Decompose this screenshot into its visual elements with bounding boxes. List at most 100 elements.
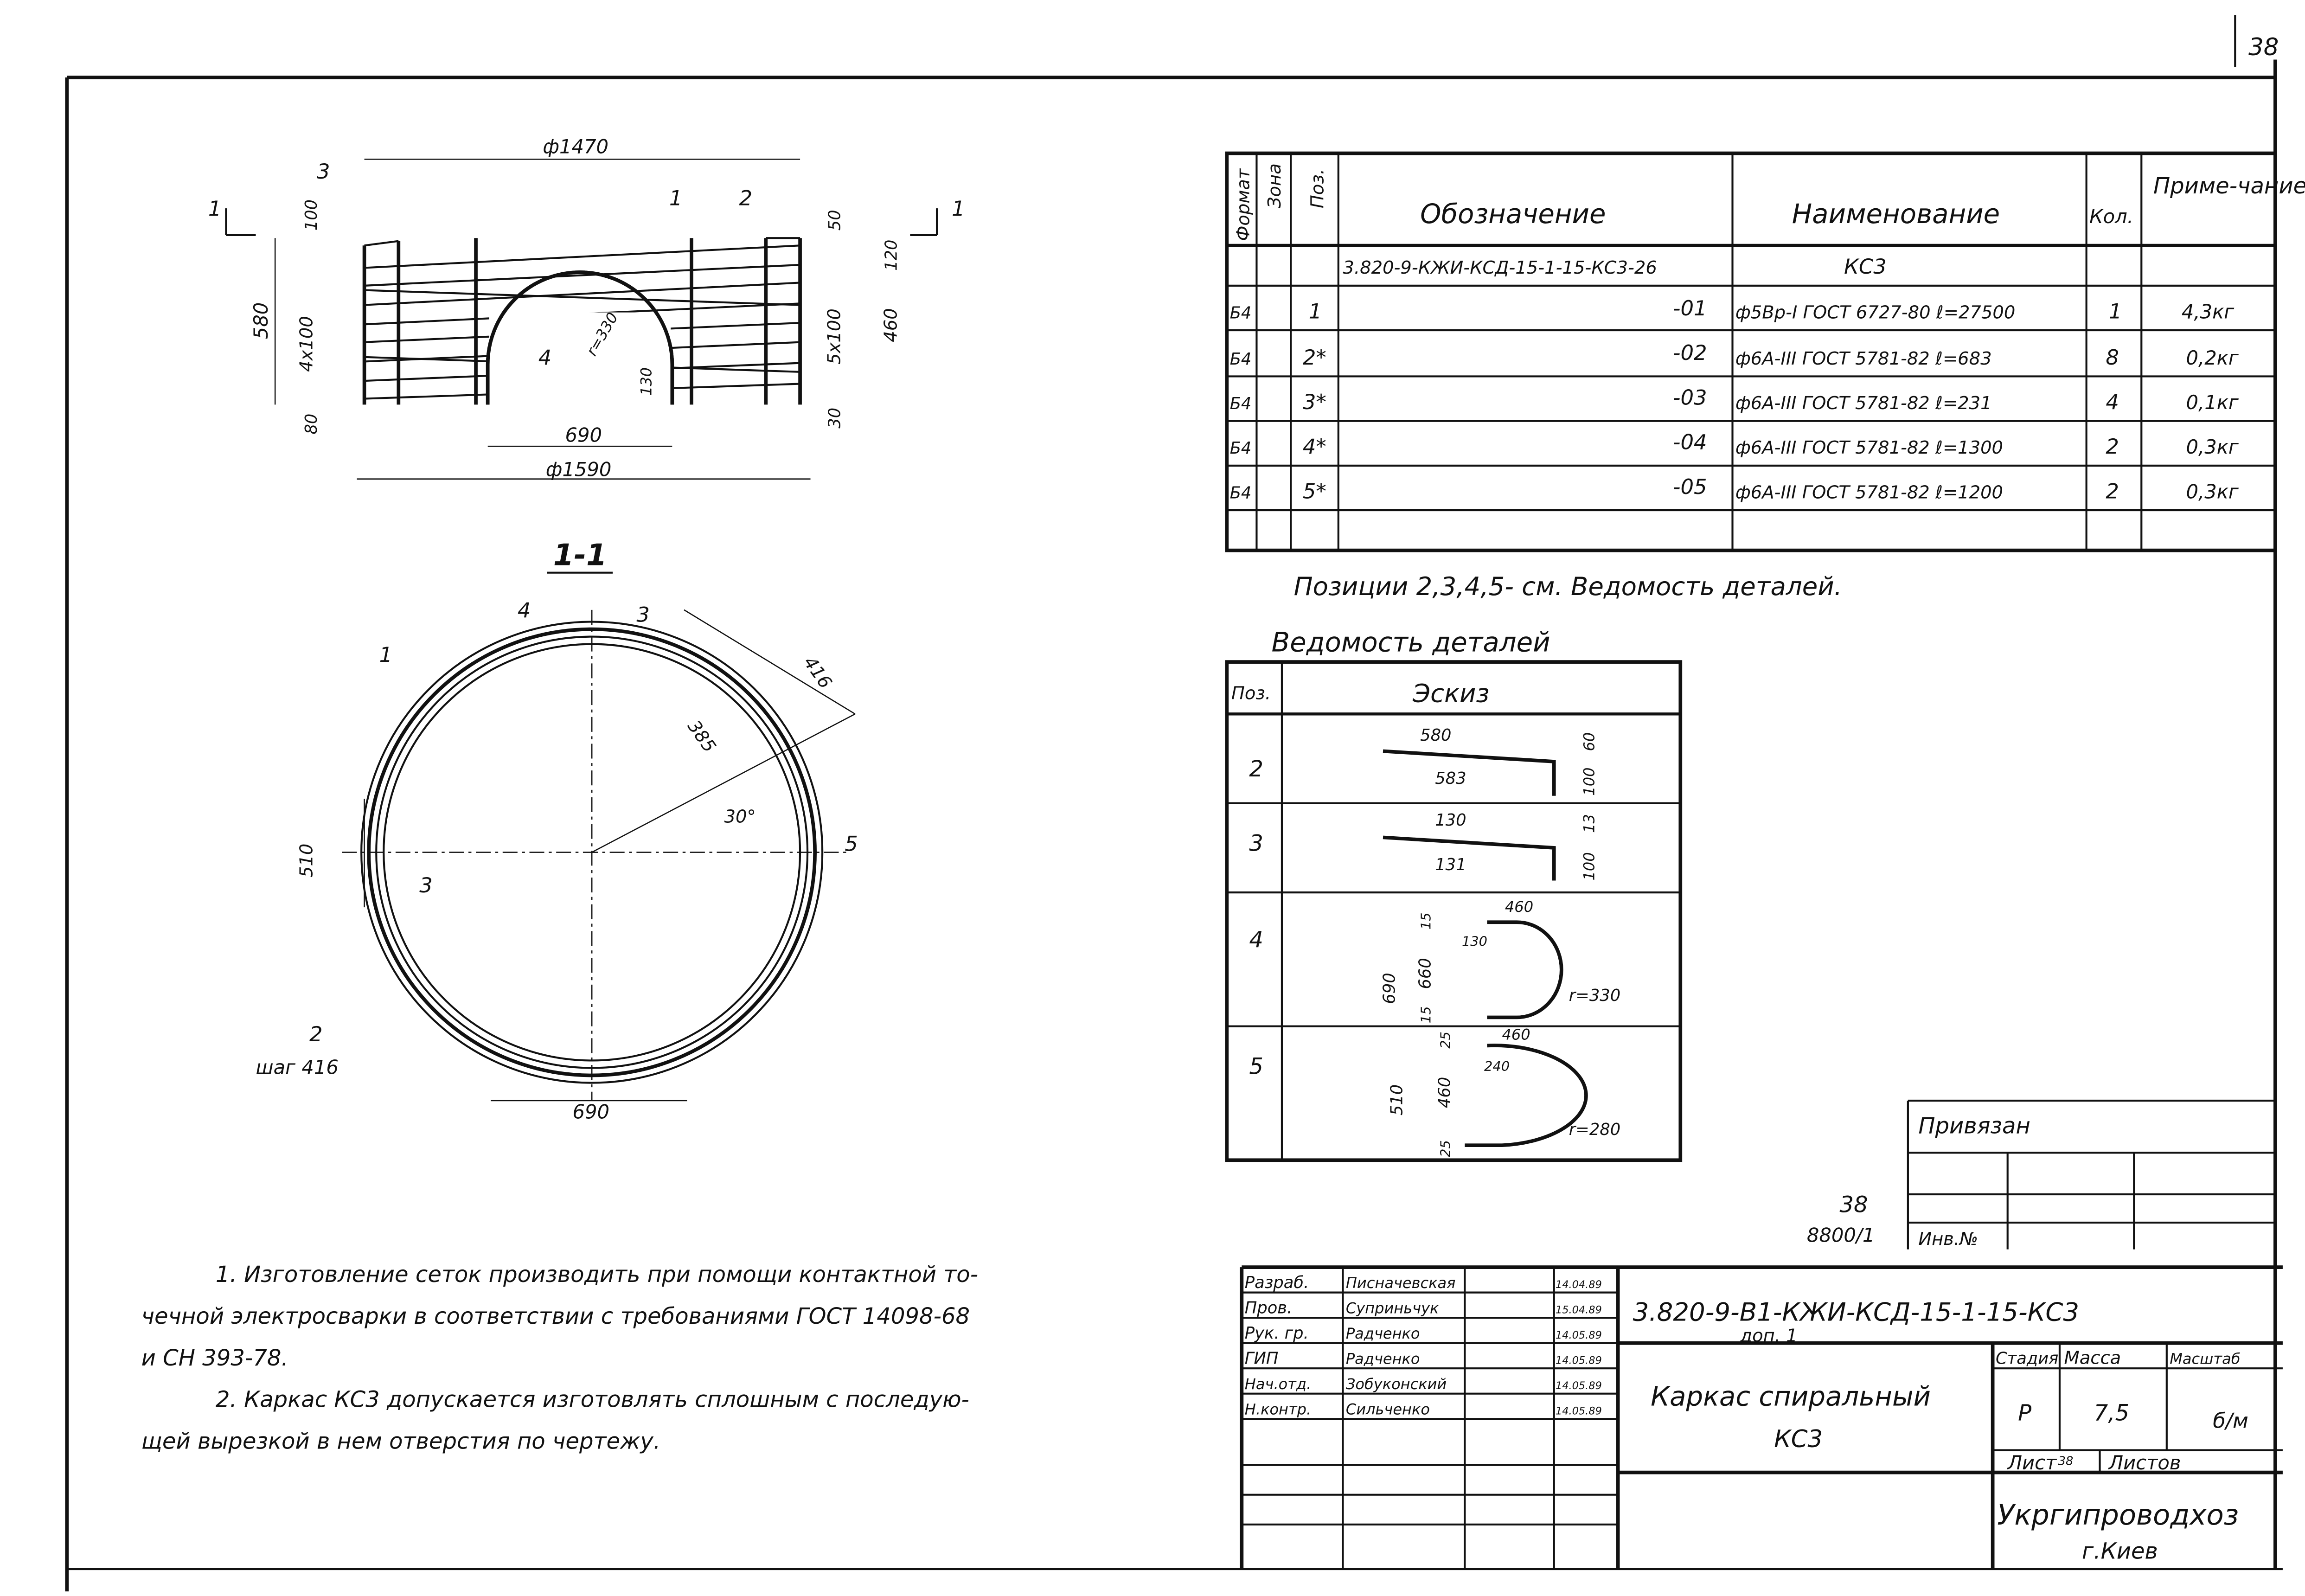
- svg-text:Б4: Б4: [1230, 483, 1252, 502]
- callout-4: 4: [518, 598, 531, 622]
- svg-text:0,3кг: 0,3кг: [2186, 436, 2239, 458]
- svg-text:Б4: Б4: [1230, 394, 1252, 413]
- header-pos: Поз.: [1307, 169, 1328, 208]
- binding-label: Привязан: [1918, 1113, 2030, 1139]
- dim-spacing-left: 4x100: [296, 316, 317, 372]
- svg-text:Зобуконский: Зобуконский: [1346, 1375, 1447, 1393]
- header-zone: Зона: [1264, 163, 1285, 208]
- plan-view: ф1470 ф1590 690 580 4x100 100 80 50 5x10…: [208, 135, 965, 481]
- svg-text:8: 8: [2106, 345, 2119, 370]
- svg-text:15: 15: [1418, 913, 1434, 930]
- sheets-label: Листов: [2108, 1451, 2181, 1474]
- staff-row: Разраб. Писначевская 14.04.89: [1245, 1273, 1602, 1292]
- spec-row: Б4 5* -05 ф6А-III ГОСТ 5781-82 ℓ=1200 2 …: [1230, 474, 2239, 504]
- dim-spacing-right: 5x100: [824, 308, 845, 365]
- item-title-code: КС3: [1774, 1425, 1823, 1453]
- page-number: 38: [2248, 33, 2279, 61]
- svg-text:Б4: Б4: [1230, 439, 1252, 458]
- svg-text:100: 100: [1580, 852, 1598, 880]
- stamp-mark: 38: [1839, 1192, 1868, 1218]
- svg-text:ф6А-III ГОСТ 5781-82 ℓ=1200: ф6А-III ГОСТ 5781-82 ℓ=1200: [1735, 482, 2003, 503]
- svg-text:1: 1: [2109, 299, 2122, 323]
- header-format: Формат: [1233, 168, 1254, 241]
- svg-text:660: 660: [1416, 958, 1435, 989]
- sheet-label: Лист: [2007, 1451, 2057, 1474]
- svg-text:690: 690: [1380, 973, 1399, 1004]
- document-designation-sub: доп. 1: [1740, 1325, 1798, 1346]
- organization: Укргипроводхоз: [1997, 1499, 2239, 1532]
- svg-text:Писначевская: Писначевская: [1346, 1274, 1456, 1292]
- assembly-designation: 3.820-9-КЖИ-КСД-15-1-15-КС3-26: [1343, 257, 1657, 278]
- note-line: 1. Изготовление сеток производить при по…: [216, 1262, 978, 1288]
- section-view: 1-1 1 4 3 5 3 2 416 385 30° 510 690 шаг …: [256, 538, 858, 1123]
- callout-1: 1: [379, 642, 393, 667]
- dim-top-right: 50: [826, 210, 845, 231]
- svg-text:510: 510: [1388, 1084, 1407, 1115]
- svg-text:-01: -01: [1673, 296, 1707, 320]
- svg-text:Радченко: Радченко: [1346, 1350, 1420, 1368]
- dim-top-left: 100: [302, 199, 321, 231]
- svg-text:14.04.89: 14.04.89: [1556, 1279, 1602, 1291]
- section-mark-left: 1: [208, 196, 222, 221]
- svg-text:-02: -02: [1673, 340, 1707, 365]
- dim-right-460: 460: [880, 308, 901, 342]
- dim-bottom-right: 30: [826, 408, 845, 429]
- dim-510: 510: [296, 844, 317, 878]
- svg-text:Б4: Б4: [1230, 303, 1252, 322]
- svg-text:580: 580: [1420, 726, 1451, 745]
- spec-row: Б4 4* -04 ф6А-III ГОСТ 5781-82 ℓ=1300 2 …: [1230, 430, 2239, 459]
- svg-text:Н.контр.: Н.контр.: [1245, 1401, 1311, 1418]
- sheet-value: 38: [2058, 1455, 2074, 1468]
- binding-block: Привязан Инв.№: [1907, 1099, 2275, 1250]
- svg-text:Б4: Б4: [1230, 350, 1252, 369]
- svg-text:ф5Вр-I ГОСТ 6727-80 ℓ=27500: ф5Вр-I ГОСТ 6727-80 ℓ=27500: [1735, 302, 2015, 323]
- svg-text:-04: -04: [1673, 430, 1707, 455]
- svg-text:3: 3: [1249, 830, 1263, 856]
- dim-right-120: 120: [882, 240, 901, 271]
- svg-text:2: 2: [2106, 479, 2119, 503]
- stage-value: Р: [2018, 1400, 2031, 1426]
- svg-text:0,3кг: 0,3кг: [2186, 480, 2239, 503]
- title-block: Разраб. Писначевская 14.04.89 Пров.Супринь…: [1240, 1265, 2283, 1570]
- svg-text:Разраб.: Разраб.: [1245, 1273, 1309, 1292]
- header-note: Приме-чание: [2153, 173, 2305, 199]
- callout-4: 4: [538, 345, 552, 370]
- svg-text:ГИП: ГИП: [1245, 1349, 1279, 1368]
- callout-3: 3: [636, 603, 650, 627]
- svg-text:4,3кг: 4,3кг: [2182, 300, 2235, 323]
- details-header-pos: Поз.: [1231, 683, 1271, 704]
- svg-text:2*: 2*: [1303, 345, 1326, 370]
- svg-text:15: 15: [1418, 1006, 1434, 1024]
- details-table: Ведомость деталей Поз. Эскиз 2 580 583 6…: [1225, 627, 1683, 1162]
- dim-opening-width: 690: [565, 424, 602, 447]
- svg-text:2: 2: [2106, 434, 2119, 459]
- svg-text:460: 460: [1502, 1026, 1530, 1044]
- callout-5: 5: [845, 831, 858, 856]
- mass-label: Масса: [2064, 1348, 2121, 1369]
- svg-text:131: 131: [1435, 855, 1466, 874]
- svg-text:ф6А-III ГОСТ 5781-82 ℓ=231: ф6А-III ГОСТ 5781-82 ℓ=231: [1735, 393, 1992, 414]
- spec-row: Б4 3* -03 ф6А-III ГОСТ 5781-82 ℓ=231 4 0…: [1230, 385, 2239, 414]
- dim-690: 690: [572, 1100, 609, 1123]
- svg-text:100: 100: [1580, 768, 1598, 796]
- dim-bottom-diameter: ф1590: [546, 458, 612, 481]
- dim-130: 130: [637, 367, 655, 396]
- svg-text:13: 13: [1580, 814, 1598, 833]
- svg-text:Пров.: Пров.: [1245, 1299, 1292, 1318]
- svg-text:ф6А-III ГОСТ 5781-82 ℓ=683: ф6А-III ГОСТ 5781-82 ℓ=683: [1735, 348, 1992, 369]
- svg-text:4: 4: [1249, 927, 1263, 953]
- city: г.Киев: [2082, 1538, 2158, 1564]
- svg-text:r=280: r=280: [1569, 1120, 1620, 1139]
- svg-text:Радченко: Радченко: [1346, 1325, 1420, 1342]
- note-line: 2. Каркас КС3 допускается изготовлять сп…: [216, 1387, 969, 1413]
- svg-text:Сильченко: Сильченко: [1346, 1401, 1430, 1418]
- svg-text:25: 25: [1437, 1032, 1453, 1049]
- svg-text:240: 240: [1484, 1058, 1510, 1074]
- svg-text:4*: 4*: [1303, 434, 1326, 459]
- note-line: и СН 393-78.: [141, 1345, 288, 1371]
